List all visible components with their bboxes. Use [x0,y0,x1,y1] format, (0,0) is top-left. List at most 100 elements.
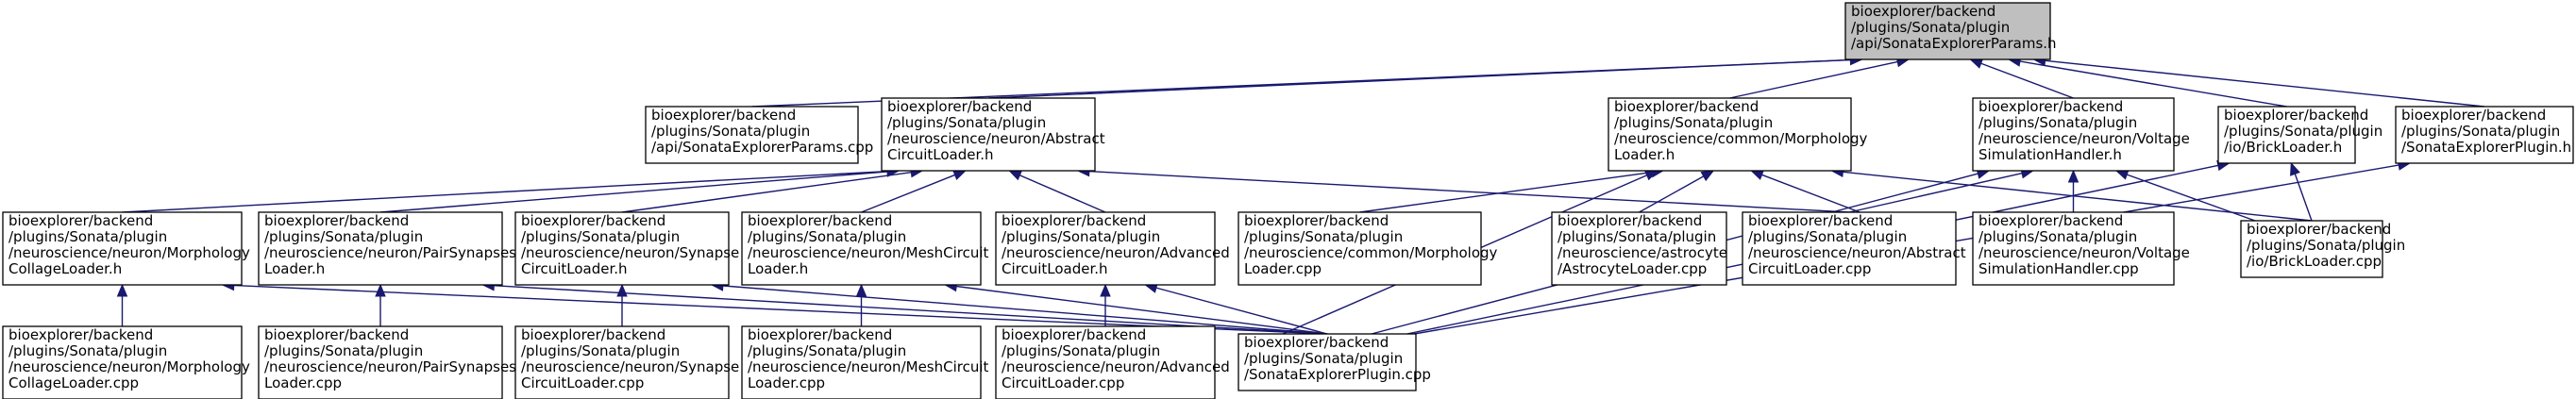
node-label-line: bioexplorer/backend [1851,3,1995,20]
node-collage-h[interactable]: bioexplorer/backend/plugins/Sonata/plugi… [2,211,250,286]
edge-voltage-h-to-root [1969,58,2074,99]
node-label-line: /neuroscience/common/Morphology [1614,130,1868,147]
node-label-line: bioexplorer/backend [1978,212,2123,229]
edge-line [2294,173,2313,222]
edge-line [1154,287,1328,335]
node-label-line: bioexplorer/backend [1748,212,1893,229]
node-mesh-cpp[interactable]: bioexplorer/backend/plugins/Sonata/plugi… [741,325,989,399]
edge-line [2126,174,2256,222]
node-label-line: /api/SonataExplorerParams.h [1851,35,2057,52]
arrowhead [855,283,867,297]
node-label-line: bioexplorer/backend [2401,107,2546,124]
node-brick-cpp[interactable]: bioexplorer/backend/plugins/Sonata/plugi… [2240,220,2405,278]
node-label-line: /plugins/Sonata/plugin [1244,350,1403,367]
node-label-line: /io/BrickLoader.h [2224,139,2342,156]
edge-collage-cpp-to-collage-h [116,283,128,326]
node-mesh-h[interactable]: bioexplorer/backend/plugins/Sonata/plugi… [741,211,989,286]
node-label-line: /io/BrickLoader.cpp [2247,253,2382,270]
node-label-line: /neuroscience/neuron/Advanced [1002,244,1230,261]
node-label-line: /plugins/Sonata/plugin [1002,342,1160,359]
node-pair-cpp[interactable]: bioexplorer/backend/plugins/Sonata/plugi… [258,325,516,399]
node-params-cpp[interactable]: bioexplorer/backend/plugins/Sonata/plugi… [645,106,873,164]
node-label-line: /plugins/Sonata/plugin [2224,123,2382,140]
edge-advanced-h-to-abstract-h [1008,170,1106,213]
node-label-line: /neuroscience/neuron/Morphology [8,244,250,261]
arrowhead [375,283,386,297]
node-box [2,325,243,399]
edge-line [987,58,1852,99]
node-label-line: /plugins/Sonata/plugin [521,228,680,245]
node-label-line: /plugins/Sonata/plugin [1851,19,2010,36]
node-label-line: Loader.h [264,260,325,277]
node-label-line: /plugins/Sonata/plugin [1748,228,1907,245]
node-label-line: /neuroscience/neuron/Advanced [1002,358,1230,375]
arrowhead [1100,283,1111,297]
edge-line [1019,174,1106,213]
edge-line [1760,174,1860,213]
edge-line [1848,172,2024,213]
node-label-line: bioexplorer/backend [1978,98,2123,115]
edge-brick-cpp-to-brick-h [2290,161,2313,222]
node-box [1742,211,1957,286]
node-advanced-cpp[interactable]: bioexplorer/backend/plugins/Sonata/plugi… [995,325,1230,399]
arrowhead [2067,169,2079,183]
node-box [2,211,243,286]
node-voltage-cpp[interactable]: bioexplorer/backend/plugins/Sonata/plugi… [1972,211,2190,286]
node-box [514,325,730,399]
edge-line [379,171,889,213]
node-box [1551,211,1727,286]
node-label-line: /neuroscience/neuron/Voltage [1978,130,2190,147]
node-collage-cpp[interactable]: bioexplorer/backend/plugins/Sonata/plugi… [2,325,250,399]
edge-line [861,174,956,213]
node-label-line: CircuitLoader.h [521,260,628,277]
node-label-line: /plugins/Sonata/plugin [1614,114,1773,131]
node-morph-h[interactable]: bioexplorer/backend/plugins/Sonata/plugi… [1608,97,1868,172]
node-abstract-cpp[interactable]: bioexplorer/backend/plugins/Sonata/plugi… [1742,211,1966,286]
node-label-line: /neuroscience/neuron/PairSynapses [264,244,516,261]
node-label-line: bioexplorer/backend [2224,107,2368,124]
node-advanced-h[interactable]: bioexplorer/backend/plugins/Sonata/plugi… [995,211,1230,286]
node-brick-h[interactable]: bioexplorer/backend/plugins/Sonata/plugi… [2217,106,2382,164]
node-morph-cpp[interactable]: bioexplorer/backend/plugins/Sonata/plugi… [1237,211,1498,286]
node-label-line: /plugins/Sonata/plugin [1978,114,2137,131]
node-plugin-h[interactable]: bioexplorer/backend/plugins/Sonata/plugi… [2395,106,2574,164]
node-synapse-h[interactable]: bioexplorer/backend/plugins/Sonata/plugi… [514,211,739,286]
node-label-line: /neuroscience/neuron/Voltage [1978,244,2190,261]
edge-line [1979,62,2074,99]
edge-mesh-cpp-to-mesh-h [855,283,867,326]
node-label-line: CircuitLoader.cpp [1002,374,1124,391]
node-box [995,211,1216,286]
arrowhead [116,283,128,297]
node-astro-cpp[interactable]: bioexplorer/backend/plugins/Sonata/plugi… [1551,211,1727,286]
node-box [1237,211,1482,286]
node-label-line: /plugins/Sonata/plugin [1978,228,2137,245]
edge-synapse-cpp-to-synapse-h [616,283,628,326]
node-label-line: /neuroscience/neuron/Synapse [521,358,739,375]
node-box [258,325,503,399]
edge-line [721,285,1328,335]
node-label-line: /plugins/Sonata/plugin [2247,237,2405,254]
edge-line [1087,170,1850,213]
node-abstract-h[interactable]: bioexplorer/backend/plugins/Sonata/plugi… [881,97,1105,172]
node-label-line: CircuitLoader.cpp [521,374,644,391]
arrowhead [1008,170,1023,181]
node-label-line: /neuroscience/common/Morphology [1244,244,1498,261]
node-label-line: /plugins/Sonata/plugin [8,342,167,359]
node-label-line: /neuroscience/neuron/Synapse [521,244,739,261]
edge-abstract-h-to-root [987,54,1863,99]
node-voltage-h[interactable]: bioexplorer/backend/plugins/Sonata/plugi… [1972,97,2190,172]
node-label-line: bioexplorer/backend [651,107,796,124]
node-label-line: /neuroscience/neuron/Abstract [887,130,1105,147]
node-plugin-cpp[interactable]: bioexplorer/backend/plugins/Sonata/plugi… [1237,333,1431,391]
node-synapse-cpp[interactable]: bioexplorer/backend/plugins/Sonata/plugi… [514,325,739,399]
node-label-line: /neuroscience/neuron/Morphology [8,358,250,375]
node-label-line: CircuitLoader.h [1002,260,1108,277]
node-label-line: /plugins/Sonata/plugin [2401,123,2560,140]
node-label-line: /neuroscience/neuron/MeshCircuit [748,358,989,375]
node-label-line: bioexplorer/backend [264,212,409,229]
edge-voltage-cpp-to-voltage-h [2067,169,2079,212]
node-label-line: /plugins/Sonata/plugin [887,114,1046,131]
node-pair-h[interactable]: bioexplorer/backend/plugins/Sonata/plugi… [258,211,516,286]
node-label-line: bioexplorer/backend [1002,212,1146,229]
node-box [2217,106,2356,164]
